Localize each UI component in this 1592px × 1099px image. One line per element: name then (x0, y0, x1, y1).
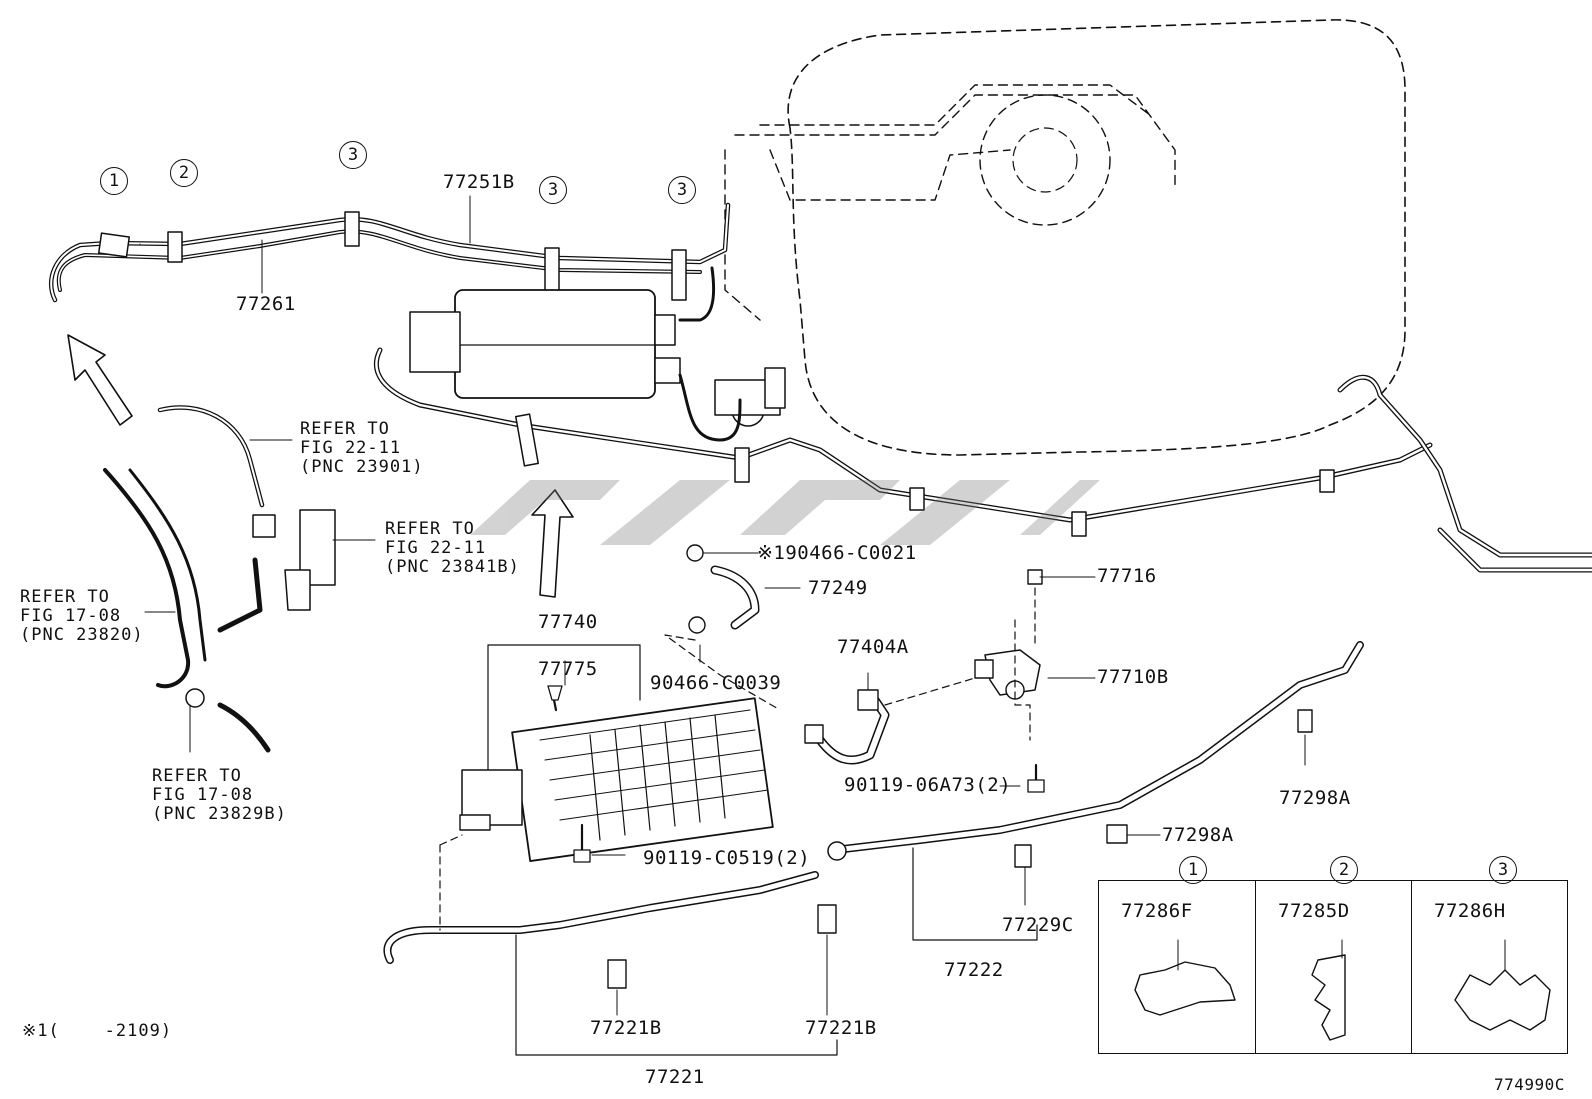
label-90466-C0039: 90466-C0039 (650, 672, 782, 694)
legend-cell-2: 77285D (1255, 881, 1412, 1053)
legend-callout-3: 3 (1489, 856, 1517, 884)
callout-3c: 3 (668, 176, 696, 204)
label-77221B-left: 77221B (590, 1017, 662, 1039)
legend-cell-1: 77286F (1099, 881, 1255, 1053)
label-77251B: 77251B (443, 171, 515, 193)
label-77716: 77716 (1097, 565, 1157, 587)
clip-77286H (1454, 969, 1551, 1031)
label-90119-06A73: 90119-06A73(2) (844, 774, 1012, 796)
legend-part-77286H: 77286H (1434, 900, 1506, 922)
refer-note-23829B: REFER TO FIG 17-08 (PNC 23829B) (152, 766, 287, 824)
upper-canister (454, 289, 656, 399)
legend-part-77285D: 77285D (1278, 900, 1350, 922)
label-90119-C0519: 90119-C0519(2) (643, 847, 811, 869)
refer-note-23841B: REFER TO FIG 22-11 (PNC 23841B) (385, 519, 520, 577)
label-77229C: 77229C (1002, 914, 1074, 936)
label-77740: 77740 (538, 611, 598, 633)
label-77298A-upper: 77298A (1279, 787, 1351, 809)
clip-legend-table: 77286F 77285D 77286H (1098, 880, 1568, 1054)
callout-2: 2 (170, 159, 198, 187)
label-77298A-lower: 77298A (1162, 824, 1234, 846)
figure-id: 774990C (1494, 1075, 1565, 1094)
refer-note-23901: REFER TO FIG 22-11 (PNC 23901) (300, 419, 424, 477)
refer-note-23820: REFER TO FIG 17-08 (PNC 23820) (20, 587, 144, 645)
tank-filler-dashed (734, 94, 1176, 186)
callout-3b: 3 (539, 176, 567, 204)
label-77249: 77249 (808, 577, 868, 599)
label-190466-C0021: ※190466-C0021 (757, 542, 917, 564)
fuel-tank-outline (787, 19, 1406, 456)
label-77222: 77222 (944, 959, 1004, 981)
arrow-up-left (67, 334, 133, 426)
fuel-pump-dashed (979, 94, 1111, 226)
fuel-line-77261 (48, 202, 731, 303)
label-77775: 77775 (538, 658, 598, 680)
legend-part-77286F: 77286F (1121, 900, 1193, 922)
label-77221B-right: 77221B (805, 1017, 877, 1039)
label-77404A: 77404A (837, 636, 909, 658)
legend-callout-1: 1 (1179, 856, 1207, 884)
clip-77286F (1134, 961, 1236, 1016)
label-77221: 77221 (645, 1066, 705, 1088)
clip-77285D (1311, 954, 1346, 1041)
callout-3a: 3 (339, 141, 367, 169)
label-77710B: 77710B (1097, 666, 1169, 688)
legend-cell-3: 77286H (1411, 881, 1568, 1053)
tank-inner-dashed (759, 84, 1151, 126)
footnote: ※1( -2109) (22, 1021, 173, 1041)
watermark-logo (470, 480, 1100, 545)
label-77261: 77261 (236, 293, 296, 315)
arrow-up (531, 489, 574, 598)
callout-1: 1 (100, 167, 128, 195)
legend-callout-2: 2 (1330, 856, 1358, 884)
